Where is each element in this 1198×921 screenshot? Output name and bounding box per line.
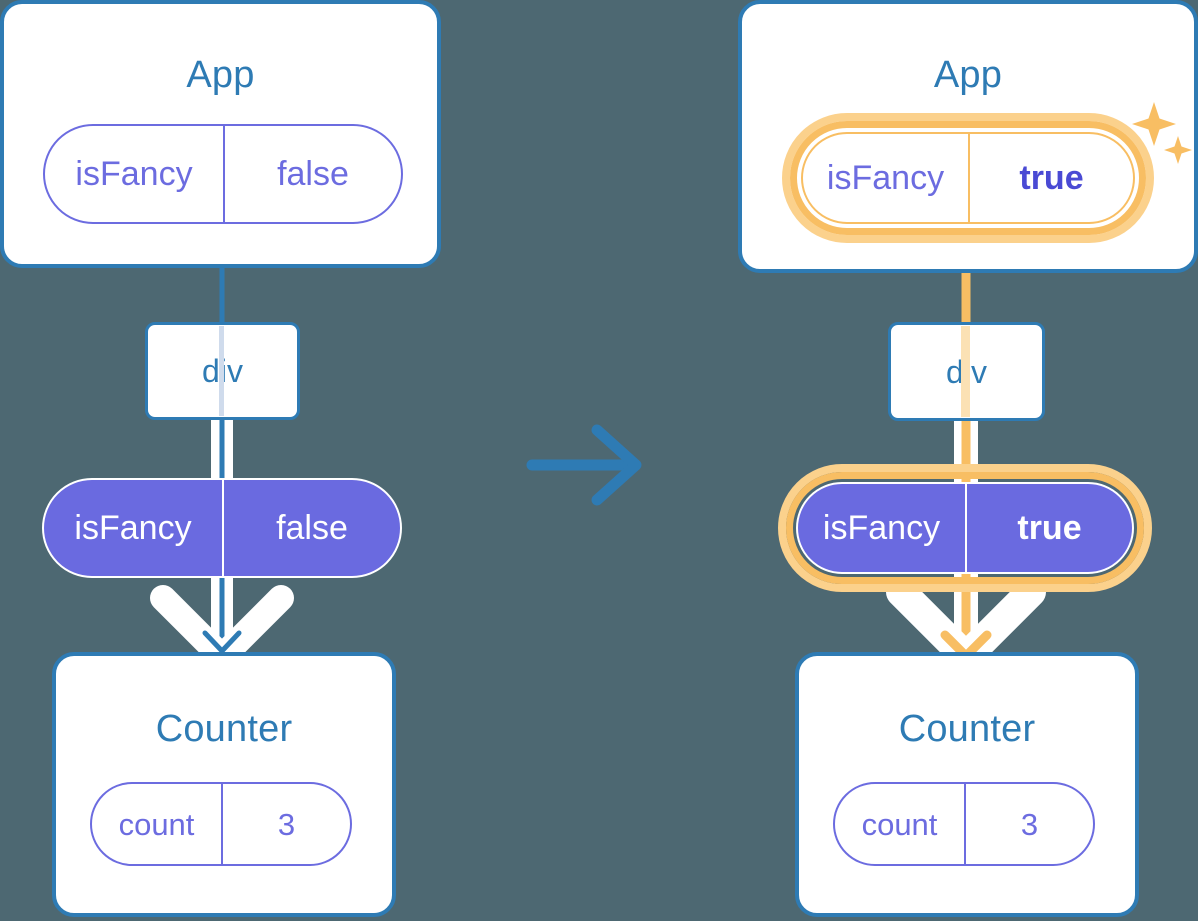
counter-state-pill-before: count 3 <box>90 782 352 866</box>
app-title-after: App <box>933 54 1003 96</box>
connector-through-div-left <box>219 326 224 416</box>
counter-card-after: Counter <box>795 652 1139 917</box>
state-value: true <box>968 134 1133 222</box>
arrow-down-icon-left <box>202 630 242 654</box>
counter-state-name: count <box>118 806 195 842</box>
prop-value: true <box>965 484 1132 572</box>
counter-state-value: 3 <box>964 784 1093 864</box>
counter-state-value: 3 <box>221 784 350 864</box>
connector-through-div-right <box>961 326 970 417</box>
prop-pill-after[interactable]: isFancy true <box>796 482 1134 574</box>
counter-state-name: count <box>861 806 938 842</box>
prop-name: isFancy <box>822 509 941 547</box>
prop-name: isFancy <box>74 509 192 547</box>
app-state-pill-after[interactable]: isFancy true <box>801 132 1135 224</box>
counter-state-pill-after: count 3 <box>833 782 1095 866</box>
state-value: false <box>223 126 401 222</box>
prop-value: false <box>222 480 400 576</box>
state-name: isFancy <box>826 159 945 197</box>
prop-pill-before: isFancy false <box>42 478 402 578</box>
counter-title-before: Counter <box>155 708 293 750</box>
app-state-pill-before: isFancy false <box>43 124 403 224</box>
state-name: isFancy <box>75 155 193 193</box>
arrow-right-icon <box>526 424 642 506</box>
counter-title-after: Counter <box>898 708 1036 750</box>
app-title-before: App <box>186 54 255 96</box>
transition-arrow <box>526 424 642 506</box>
